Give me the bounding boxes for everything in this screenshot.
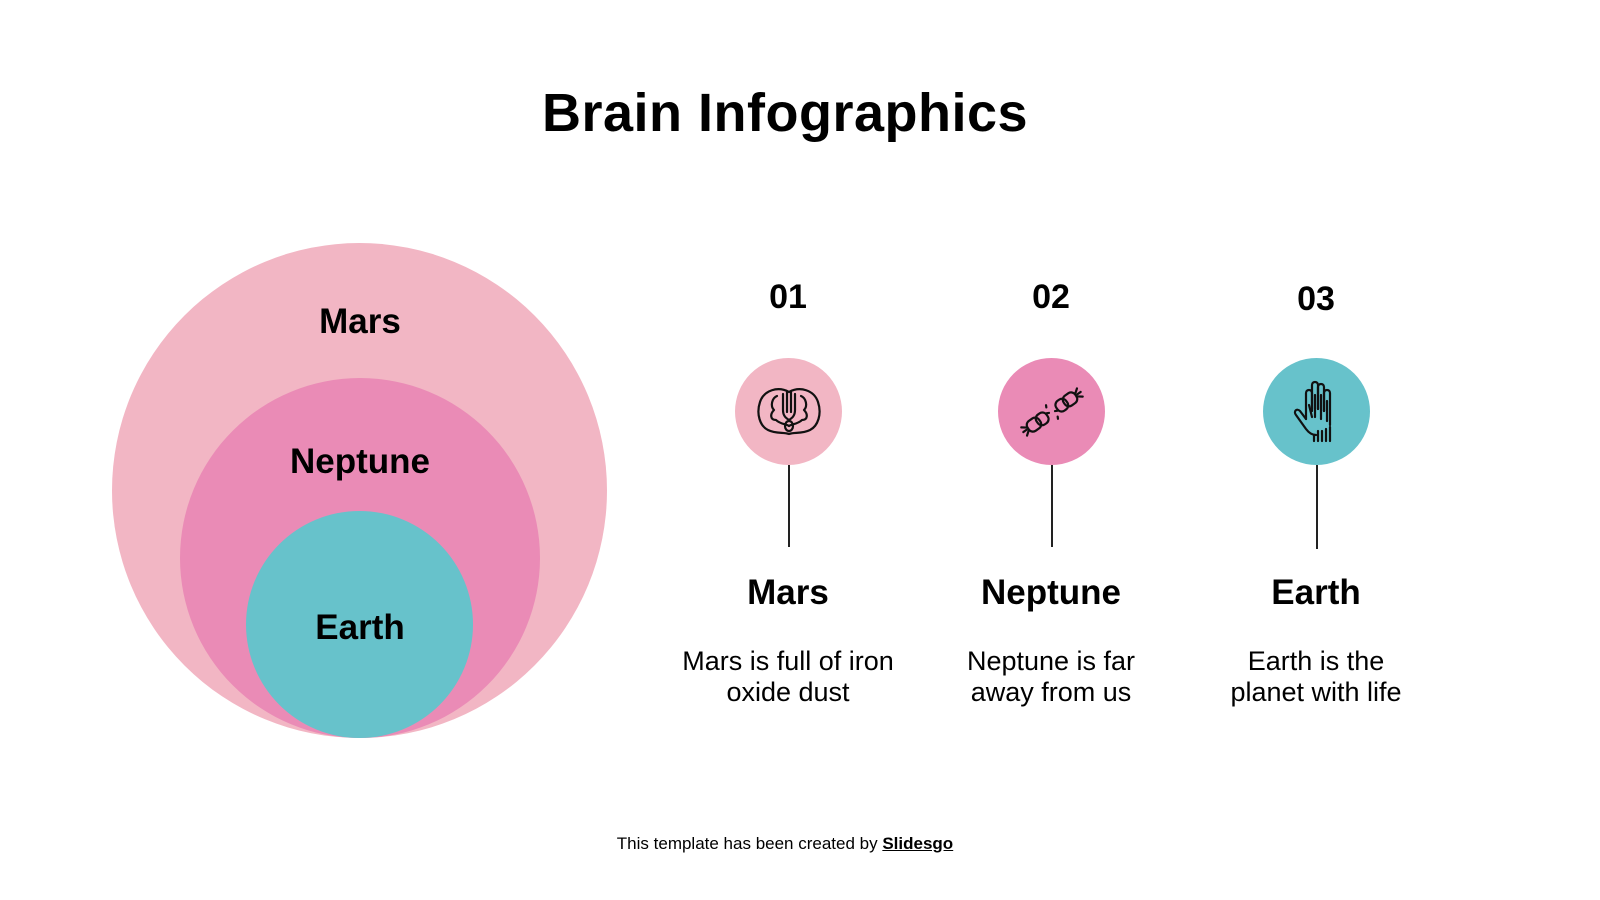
desc-line: Mars is full of iron [682, 646, 894, 676]
connector-line [1316, 465, 1318, 549]
icon-circle [998, 358, 1105, 465]
item-description: Neptune is far away from us [911, 646, 1191, 708]
desc-line: oxide dust [726, 677, 850, 707]
connector-line [1051, 465, 1053, 547]
desc-line: away from us [970, 677, 1132, 707]
item-title: Mars [747, 573, 829, 612]
desc-line: Neptune is far [966, 646, 1136, 676]
footer-credit: This template has been created by Slides… [0, 834, 1570, 854]
connector-line [788, 465, 790, 547]
desc-line: Earth is the [1247, 646, 1385, 676]
broken-chain-icon [1019, 386, 1084, 437]
hand-veins-icon [1293, 380, 1331, 442]
brain-icon [756, 387, 821, 435]
item-number: 03 [1297, 280, 1335, 318]
footer-text: This template has been created by [616, 834, 883, 853]
icon-circle [735, 358, 842, 465]
circle-earth [246, 511, 473, 738]
page-title: Brain Infographics [541, 83, 1029, 143]
item-title: Neptune [981, 573, 1121, 612]
icon-circle [1263, 358, 1370, 465]
slidesgo-link[interactable]: Slidesgo [882, 834, 954, 853]
item-description: Mars is full of iron oxide dust [648, 646, 928, 708]
circle-label-neptune: Neptune [290, 442, 430, 481]
desc-line: planet with life [1230, 677, 1402, 707]
item-title: Earth [1271, 573, 1361, 612]
circle-label-mars: Mars [319, 302, 401, 341]
item-number: 02 [1032, 278, 1070, 316]
item-description: Earth is the planet with life [1176, 646, 1456, 708]
circle-label-earth: Earth [315, 608, 405, 647]
item-number: 01 [769, 278, 807, 316]
